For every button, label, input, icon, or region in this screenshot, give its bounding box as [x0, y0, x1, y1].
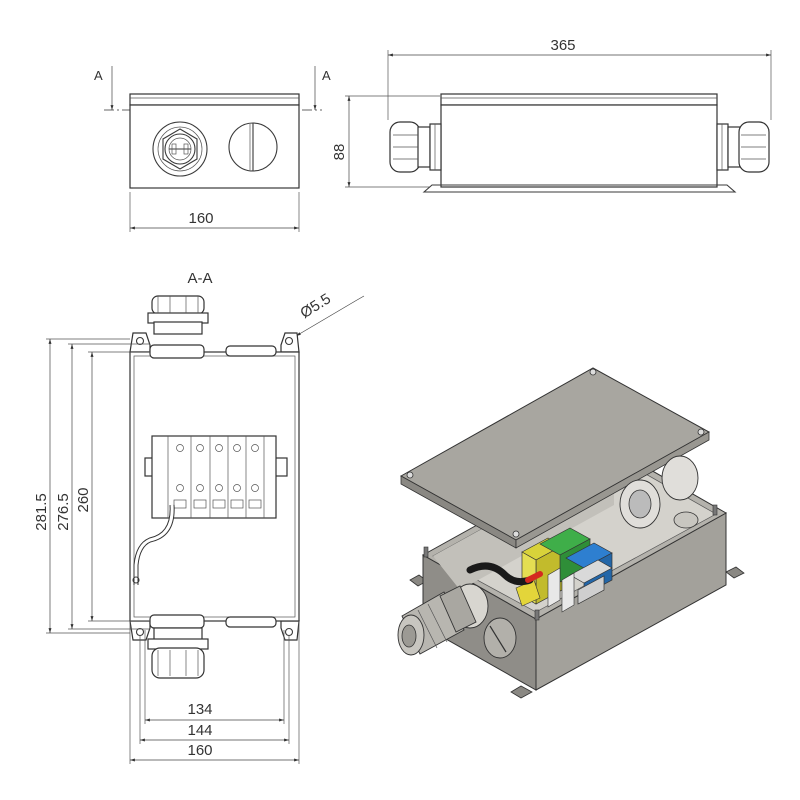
width-label-3: 160 [187, 742, 212, 759]
terminal-block-icon [144, 435, 288, 519]
section-title: A-A [187, 270, 212, 287]
height-label-1: 281.5 [33, 493, 50, 531]
iso-lid-edge-right [515, 431, 710, 549]
front-view: A A 160 [94, 66, 331, 232]
cable-gland-icon [152, 121, 208, 177]
iso-gland-front-icon [397, 583, 489, 656]
front-body [129, 104, 300, 189]
side-gland-left-icon [389, 121, 442, 173]
iso-view [397, 367, 745, 699]
hole-leader [295, 299, 358, 337]
height-label-3: 260 [75, 487, 92, 512]
width-label-2: 144 [187, 722, 212, 739]
side-body [440, 104, 718, 188]
section-marker-right: A [322, 68, 331, 83]
height-label: 88 [331, 144, 348, 161]
front-lid [129, 93, 300, 106]
iso-blanking-plug [483, 617, 517, 659]
iso-cable [466, 562, 534, 586]
side-view: 365 88 [331, 37, 772, 193]
mount-tab-top-left [129, 332, 151, 353]
side-lid [440, 93, 718, 106]
width-label-1: 134 [187, 701, 212, 718]
iso-terminals-icon [515, 527, 613, 613]
section-marker-left: A [94, 68, 103, 83]
front-width-label: 160 [188, 210, 213, 227]
section-gland-bottom-icon [147, 627, 209, 679]
blanking-plug-icon [228, 122, 278, 172]
section-view: A-A Ø5.5 [33, 270, 365, 764]
section-gland-top-icon [147, 295, 209, 335]
length-label: 365 [550, 37, 575, 54]
height-label-2: 276.5 [55, 493, 72, 531]
mount-tab-top-right [280, 332, 300, 353]
side-gland-right-icon [716, 121, 770, 173]
